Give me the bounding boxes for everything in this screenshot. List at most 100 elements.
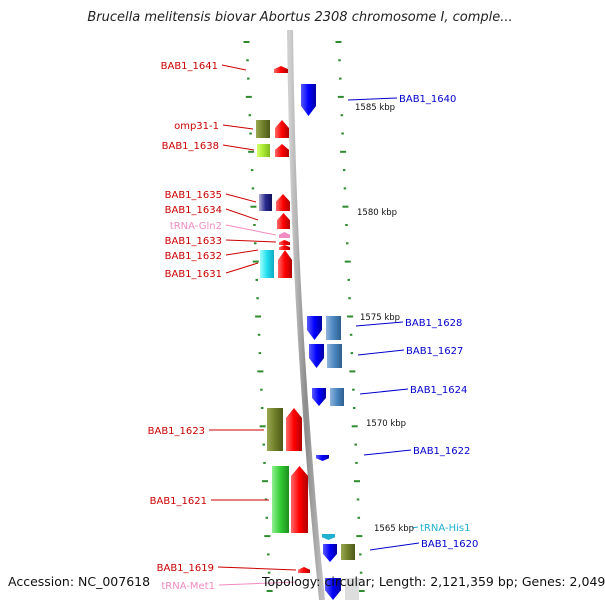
leader-line bbox=[217, 566, 297, 571]
tick-mark-right bbox=[343, 187, 347, 190]
tick-mark-left bbox=[245, 95, 252, 98]
tick-mark-left bbox=[250, 169, 254, 172]
gene-bab1-1628-cog bbox=[326, 316, 341, 340]
tick-marks-right bbox=[335, 41, 365, 592]
gene-label: BAB1_1634 bbox=[165, 205, 222, 216]
tick-mark-left bbox=[262, 443, 265, 446]
tick-mark-right bbox=[349, 370, 356, 373]
gene-bab1-1620-cog bbox=[341, 544, 355, 560]
leader-line bbox=[225, 239, 277, 243]
tick-mark-right bbox=[353, 480, 360, 483]
scale-tick-label: 1580 kbp bbox=[357, 208, 397, 218]
gene-bab1-1635 bbox=[276, 194, 290, 211]
leader-line bbox=[411, 526, 419, 529]
tick-mark-left bbox=[248, 114, 252, 117]
gene-labels: BAB1_1641omp31-1BAB1_1638BAB1_1635BAB1_1… bbox=[148, 61, 479, 592]
gene-bab1-1638-cog bbox=[257, 144, 270, 157]
leader-line bbox=[363, 449, 412, 456]
tick-mark-right bbox=[358, 590, 365, 592]
chromosome-backbone bbox=[287, 29, 325, 600]
tick-mark-left bbox=[247, 77, 250, 80]
gene-bab1-1628 bbox=[307, 316, 322, 340]
leader-line bbox=[357, 349, 405, 356]
tick-mark-right bbox=[347, 315, 354, 318]
summary-text: Topology: circular; Length: 2,121,359 bp… bbox=[262, 574, 605, 589]
gene-label: BAB1_1635 bbox=[165, 190, 222, 201]
gene-bab1-1635-cog bbox=[259, 194, 272, 211]
tick-mark-left bbox=[258, 352, 262, 355]
gene-omp31-1-cog bbox=[256, 120, 270, 138]
tick-mark-right bbox=[342, 205, 349, 208]
gene-trna-gln2 bbox=[279, 232, 290, 238]
gene-bab1-1621-cog bbox=[272, 466, 289, 533]
gene-label: BAB1_1621 bbox=[150, 496, 207, 507]
gene-bab1-1633 bbox=[279, 240, 290, 245]
gene-bab1-1618 bbox=[325, 578, 341, 600]
gene-bab1-1624-cog bbox=[330, 388, 344, 406]
gene-bab1-1634 bbox=[277, 213, 290, 229]
tick-mark-right bbox=[356, 498, 360, 501]
gene-bab1-1640 bbox=[301, 84, 316, 116]
tick-mark-right bbox=[357, 516, 361, 519]
gene-bab1-1627 bbox=[309, 344, 324, 368]
tick-mark-right bbox=[339, 77, 342, 80]
tick-mark-right bbox=[337, 95, 344, 98]
tick-mark-left bbox=[251, 187, 255, 190]
gene-bab1-1620 bbox=[323, 544, 337, 562]
tick-mark-left bbox=[261, 480, 268, 483]
gene-trna-his1 bbox=[322, 534, 335, 540]
tick-mark-left bbox=[260, 388, 263, 391]
gene-label: BAB1_1640 bbox=[399, 94, 456, 105]
tick-mark-left bbox=[259, 425, 266, 428]
tick-mark-right bbox=[350, 352, 354, 355]
leader-line bbox=[359, 388, 409, 395]
gene-bab1-1641 bbox=[274, 66, 288, 73]
gene-bab1-1621 bbox=[291, 466, 308, 533]
gene-bab1-1631 bbox=[278, 250, 292, 278]
leader-line bbox=[355, 321, 404, 327]
gene-bab1-1638 bbox=[275, 144, 289, 157]
tick-mark-right bbox=[348, 297, 351, 300]
tick-mark-left bbox=[267, 571, 271, 574]
tick-mark-right bbox=[345, 242, 349, 245]
tick-mark-right bbox=[347, 278, 351, 281]
tick-mark-right bbox=[351, 425, 358, 428]
gene-label: BAB1_1628 bbox=[405, 318, 462, 329]
gene-bab1-1619 bbox=[298, 567, 310, 573]
tick-mark-right bbox=[344, 260, 351, 263]
gene-label: tRNA-Gln2 bbox=[170, 221, 222, 232]
gene-label: BAB1_1619 bbox=[157, 563, 214, 574]
leader-line bbox=[225, 249, 259, 256]
gene-bab1-1624 bbox=[312, 388, 326, 406]
tick-mark-left bbox=[266, 590, 273, 592]
gene-features bbox=[256, 66, 359, 600]
scale-tick-label: 1585 kbp bbox=[355, 103, 395, 113]
gene-bab1-1622 bbox=[316, 455, 329, 461]
gene-label: tRNA-His1 bbox=[420, 523, 470, 534]
tick-mark-left bbox=[257, 370, 264, 373]
tick-mark-right bbox=[335, 41, 342, 43]
gene-bab1-1633b bbox=[279, 245, 290, 250]
gene-label: BAB1_1641 bbox=[161, 61, 218, 72]
tick-mark-left bbox=[265, 516, 269, 519]
tick-mark-left bbox=[263, 461, 266, 464]
gene-omp31-1 bbox=[275, 120, 289, 138]
gene-bab1-1631-cog bbox=[260, 250, 274, 278]
tick-mark-left bbox=[264, 535, 271, 538]
tick-mark-left bbox=[260, 407, 264, 409]
tick-mark-right bbox=[359, 553, 362, 556]
tick-mark-left bbox=[256, 297, 259, 300]
gene-bab1-1623-cog bbox=[267, 408, 283, 451]
tick-mark-left bbox=[257, 333, 261, 336]
gene-bab1-1627-cog bbox=[327, 344, 342, 368]
scale-tick-label: 1570 kbp bbox=[366, 419, 406, 429]
tick-mark-left bbox=[255, 315, 262, 318]
tick-mark-right bbox=[355, 461, 358, 464]
tick-mark-left bbox=[243, 41, 250, 43]
gene-label: BAB1_1627 bbox=[406, 346, 463, 357]
accession-text: Accession: NC_007618 bbox=[8, 574, 151, 589]
leader-line bbox=[222, 144, 255, 151]
